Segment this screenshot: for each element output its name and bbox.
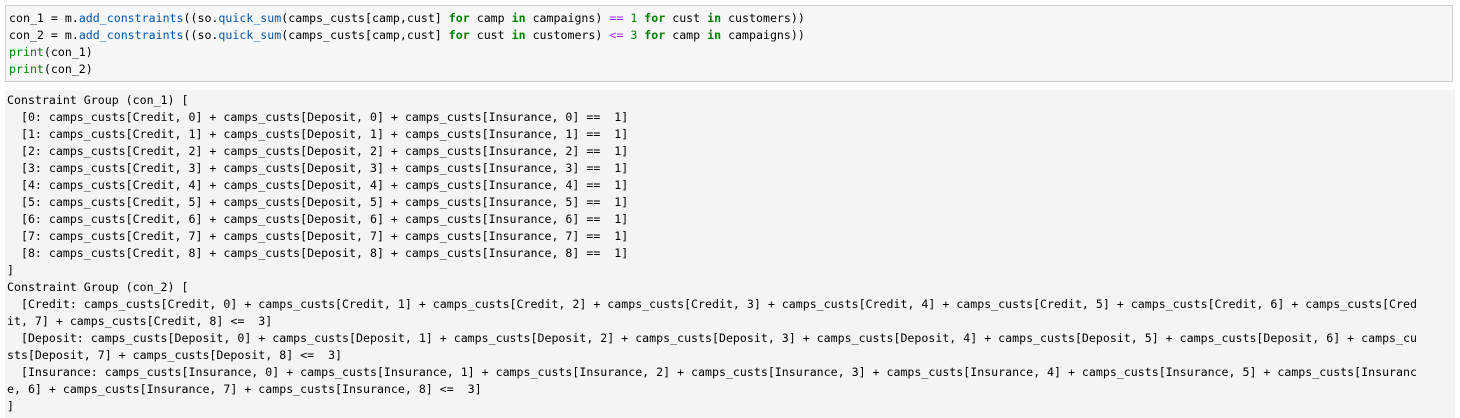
output-line: Constraint Group (con_2) [ xyxy=(7,280,189,294)
output-line: [0: camps_custs[Credit, 0] + camps_custs… xyxy=(7,110,629,124)
code-line: con_2 = m.add_constraints((so.quick_sum(… xyxy=(9,27,805,44)
output-line: [2: camps_custs[Credit, 2] + camps_custs… xyxy=(7,144,629,158)
code-token: in xyxy=(511,11,526,25)
code-token: camp xyxy=(469,11,512,25)
code-token: add_constraints xyxy=(78,11,184,25)
code-token: cust xyxy=(469,28,512,42)
code-token: customers)) xyxy=(721,11,805,25)
output-line: e, 6] + camps_custs[Insurance, 7] + camp… xyxy=(7,382,482,396)
output-line: [1: camps_custs[Credit, 1] + camps_custs… xyxy=(7,127,629,141)
code-token: 1 xyxy=(630,11,638,25)
code-token: ((so. xyxy=(183,11,219,25)
output-line: [4: camps_custs[Credit, 4] + camps_custs… xyxy=(7,178,629,192)
output-line: ] xyxy=(7,399,14,413)
output-line: [Credit: camps_custs[Credit, 0] + camps_… xyxy=(7,297,1417,311)
code-token: con_2 = m. xyxy=(9,28,79,42)
output-line: sts[Deposit, 7] + camps_custs[Deposit, 8… xyxy=(7,348,343,362)
code-token: cust xyxy=(665,11,708,25)
code-token: (camps_custs[camp,cust] xyxy=(281,28,449,42)
code-token: <= xyxy=(609,28,624,42)
code-token: in xyxy=(707,28,722,42)
code-token: quick_sum xyxy=(218,28,282,42)
code-token: in xyxy=(707,11,722,25)
code-token: quick_sum xyxy=(218,11,282,25)
code-token: in xyxy=(511,28,526,42)
code-token: == xyxy=(609,11,624,25)
output-line: [Insurance: camps_custs[Insurance, 0] + … xyxy=(7,365,1417,379)
code-line: print(con_2) xyxy=(9,61,805,78)
code-token: print xyxy=(9,62,44,76)
code-line: con_1 = m.add_constraints((so.quick_sum(… xyxy=(9,10,805,27)
code-input-cell[interactable] xyxy=(5,5,1453,82)
code-token: 3 xyxy=(630,28,638,42)
code-line: print(con_1) xyxy=(9,44,805,61)
code-token: camp xyxy=(665,28,708,42)
code-token: campaigns)) xyxy=(721,28,805,42)
output-line: [5: camps_custs[Credit, 5] + camps_custs… xyxy=(7,195,629,209)
output-line: [3: camps_custs[Credit, 3] + camps_custs… xyxy=(7,161,629,175)
code-token: con_1 = m. xyxy=(9,11,79,25)
code-token: (camps_custs[camp,cust] xyxy=(281,11,449,25)
output-line: ] xyxy=(7,263,14,277)
code-token: campaigns) xyxy=(525,11,610,25)
code-token: ((so. xyxy=(183,28,219,42)
code-editor[interactable]: con_1 = m.add_constraints((so.quick_sum(… xyxy=(9,10,805,78)
code-token: for xyxy=(448,28,470,42)
output-line: it, 7] + camps_custs[Credit, 8] <= 3] xyxy=(7,314,273,328)
output-cell xyxy=(5,90,1455,418)
output-text: Constraint Group (con_1) [ [0: camps_cus… xyxy=(7,92,1417,415)
code-token: for xyxy=(448,11,470,25)
output-line: [Deposit: camps_custs[Deposit, 0] + camp… xyxy=(7,331,1417,345)
code-token: add_constraints xyxy=(78,28,184,42)
output-line: [6: camps_custs[Credit, 6] + camps_custs… xyxy=(7,212,629,226)
code-token: (con_1) xyxy=(43,45,93,59)
code-token: customers) xyxy=(525,28,610,42)
output-line: Constraint Group (con_1) [ xyxy=(7,93,189,107)
output-line: [8: camps_custs[Credit, 8] + camps_custs… xyxy=(7,246,629,260)
output-line: [7: camps_custs[Credit, 7] + camps_custs… xyxy=(7,229,629,243)
code-token: print xyxy=(9,45,44,59)
code-token: (con_2) xyxy=(43,62,93,76)
code-token: for xyxy=(644,11,666,25)
code-token: for xyxy=(644,28,666,42)
